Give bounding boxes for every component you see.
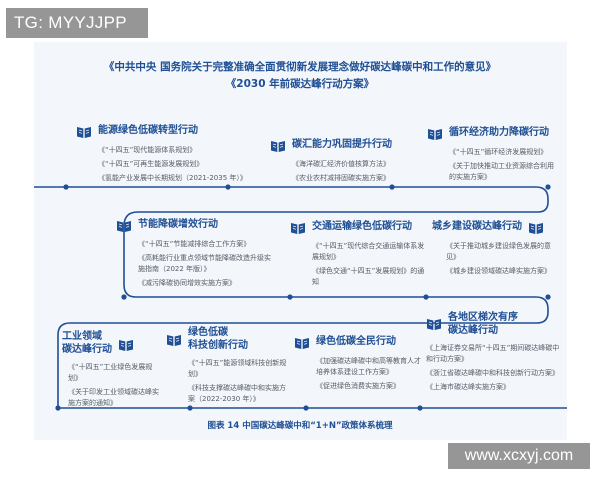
category-title: 交通运输绿色低碳行动 (312, 221, 412, 232)
policy-item: 《高耗能行业重点领域节能降碳改造升级实施指南（2022 年版）》 (138, 254, 271, 273)
policy-item: 《上海证券交易所“十四五”期间碳达峰碳中和行动方案》 (426, 344, 560, 363)
book-icon (427, 319, 441, 330)
policy-item: 《氢能产业发展中长期规划（2021-2035 年）》 (98, 174, 247, 182)
category-urban-rural: 城乡建设碳达峰行动 《关于推动城乡建设绿色发展的意见》 《城乡建设领域碳达峰实施… (432, 220, 560, 280)
policy-item: 《农业农村减排固碳实施方案》 (292, 174, 390, 182)
policy-item: 《城乡建设领域碳达峰实施方案》 (446, 267, 551, 275)
category-title: 绿色低碳全民行动 (316, 336, 396, 347)
policy-item: 《上海市碳达峰实施方案》 (426, 383, 510, 391)
category-public-action: 绿色低碳全民行动 《加强碳达峰碳中和高等教育人才培养体系建设工作方案》 《促进绿… (294, 335, 422, 395)
category-energy: 能源绿色低碳转型行动 《“十四五”现代能源体系规划》 《“十四五”可再生能源发展… (76, 124, 247, 187)
category-carbon-sink: 碳汇能力巩固提升行动 《海洋碳汇经济价值核算方法》 《农业农村减排固碳实施方案》 (270, 138, 400, 187)
watermark-bottom-right: www.xcxyj.com (448, 443, 590, 469)
category-title: 工业领域 碳达峰行动 (62, 331, 112, 355)
category-title: 城乡建设碳达峰行动 (432, 221, 522, 232)
book-icon (77, 127, 91, 138)
book-icon (291, 223, 305, 234)
policy-item: 《“十四五”现代能源体系规划》 (98, 146, 197, 154)
policy-item: 《“十四五”现代综合交通运输体系发展规划》 (312, 242, 425, 261)
book-icon (119, 340, 133, 351)
policy-item: 《加强碳达峰碳中和高等教育人才培养体系建设工作方案》 (316, 357, 421, 376)
category-title: 绿色低碳 科技创新行动 (188, 327, 248, 351)
policy-item: 《“十四五”工业绿色发展规划》 (68, 363, 153, 382)
category-title: 各地区梯次有序 碳达峰行动 (448, 312, 518, 336)
policy-item: 《海洋碳汇经济价值核算方法》 (292, 160, 390, 168)
category-title: 能源绿色低碳转型行动 (98, 125, 198, 136)
book-icon (271, 141, 285, 152)
book-icon (428, 129, 442, 140)
category-industry: 工业领域 碳达峰行动 《“十四五”工业绿色发展规划》 《关于印发工业领域碳达峰实… (62, 330, 162, 412)
figure-caption: 图表 14 中国碳达峰碳中和“1+N”政策体系梳理 (207, 421, 393, 431)
book-icon (529, 223, 543, 234)
policy-item: 《“十四五”能源领域科技创新规划》 (188, 359, 287, 378)
watermark-top-left: TG: MYYJJPP (6, 8, 148, 38)
policy-item: 《科技支撑碳达峰碳中和实施方案（2022-2030 年）》 (188, 384, 286, 403)
category-circular-economy: 循环经济助力降碳行动 《“十四五”循环经济发展规划》 《关于加快推动工业资源综合… (427, 126, 557, 186)
policy-item: 《浙江省碳达峰碳中和科技创新行动方案》 (426, 369, 559, 377)
category-title: 循环经济助力降碳行动 (449, 127, 549, 138)
poster-background (34, 42, 567, 440)
policy-item: 《绿色交通“十四五”发展规划》的通知 (312, 267, 425, 286)
category-title: 碳汇能力巩固提升行动 (292, 139, 392, 150)
policy-item: 《“十四五”节能减排综合工作方案》 (138, 240, 251, 248)
book-icon (295, 338, 309, 349)
category-transport: 交通运输绿色低碳行动 《“十四五”现代综合交通运输体系发展规划》 《绿色交通“十… (290, 220, 426, 291)
category-technology: 绿色低碳 科技创新行动 《“十四五”能源领域科技创新规划》 《科技支撑碳达峰碳中… (166, 326, 288, 408)
policy-item: 《关于推动城乡建设绿色发展的意见》 (446, 242, 551, 261)
policy-item: 《减污降碳协同增效实施方案》 (138, 279, 236, 287)
policy-item: 《促进绿色消费实施方案》 (316, 382, 400, 390)
category-title: 节能降碳增效行动 (138, 219, 218, 230)
policy-item: 《关于加快推动工业资源综合利用的实施方案》 (449, 162, 554, 181)
category-regional: 各地区梯次有序 碳达峰行动 《上海证券交易所“十四五”期间碳达峰碳中和行动方案》… (426, 311, 562, 396)
policy-item: 《“十四五”可再生能源发展规划》 (98, 160, 204, 168)
book-icon (117, 221, 131, 232)
category-energy-saving: 节能降碳增效行动 《“十四五”节能减排综合工作方案》 《高耗能行业重点领域节能降… (116, 218, 276, 292)
header-title-line2: 《2030 年前碳达峰行动方案》 (225, 78, 375, 90)
policy-item: 《关于印发工业领域碳达峰实施方案的通知》 (68, 388, 159, 407)
header-title-line1: 《中共中央 国务院关于完整准确全面贯彻新发展理念做好碳达峰碳中和工作的意见》 (103, 61, 497, 73)
policy-item: 《“十四五”循环经济发展规划》 (449, 148, 548, 156)
book-icon (167, 335, 181, 346)
